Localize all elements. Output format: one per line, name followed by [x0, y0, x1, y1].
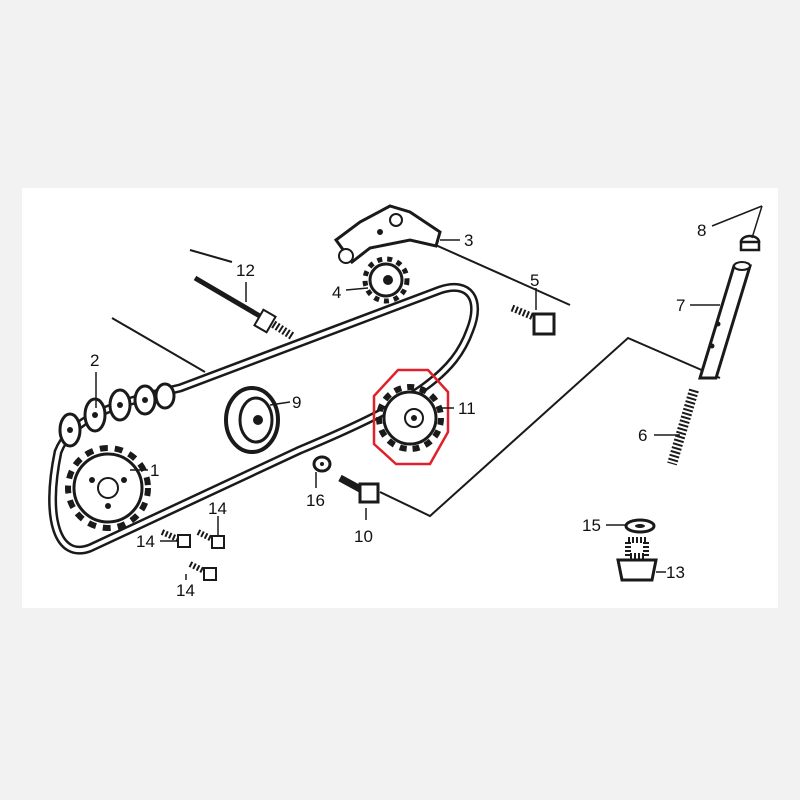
- callout-4: 4: [332, 283, 341, 302]
- callout-9: 9: [292, 393, 301, 412]
- chain-links-2: [58, 382, 176, 448]
- callout-14-b: 14: [208, 499, 227, 518]
- callout-2: 2: [90, 351, 99, 370]
- callout-12: 12: [236, 261, 255, 280]
- callout-7: 7: [676, 296, 685, 315]
- washer-part-15: [624, 518, 656, 534]
- drive-chain: [48, 282, 479, 555]
- callout-3: 3: [464, 231, 473, 250]
- callout-13: 13: [666, 563, 685, 582]
- cap-part-8: [739, 234, 761, 252]
- callout-16: 16: [306, 491, 325, 510]
- sprocket-part-4: [362, 256, 410, 304]
- plug-bolt-part-13: [616, 537, 658, 582]
- callout-6: 6: [638, 426, 647, 445]
- tube-part-7: [697, 261, 753, 380]
- spring-part-6: [667, 388, 699, 466]
- callout-10: 10: [354, 527, 373, 546]
- bolt-part-12: [193, 275, 295, 340]
- sprocket-part-1: [65, 445, 151, 531]
- callout-leaders: [95, 205, 763, 580]
- bolts-part-14: [160, 529, 225, 581]
- callout-14-a: 14: [136, 532, 155, 551]
- callout-15: 15: [582, 516, 601, 535]
- callout-8: 8: [697, 221, 706, 240]
- bracket-part-3: [333, 204, 442, 265]
- sprocket-part-11: [376, 384, 444, 452]
- callout-11: 11: [458, 399, 476, 418]
- callout-1: 1: [150, 461, 159, 480]
- washer-part-16: [312, 455, 332, 473]
- bolt-part-10: [338, 474, 380, 504]
- bolt-part-5: [510, 304, 556, 336]
- callout-14-c: 14: [176, 581, 195, 600]
- callout-5: 5: [530, 271, 539, 290]
- highlight-outline-part-11: [372, 368, 450, 466]
- roller-part-9: [224, 386, 280, 454]
